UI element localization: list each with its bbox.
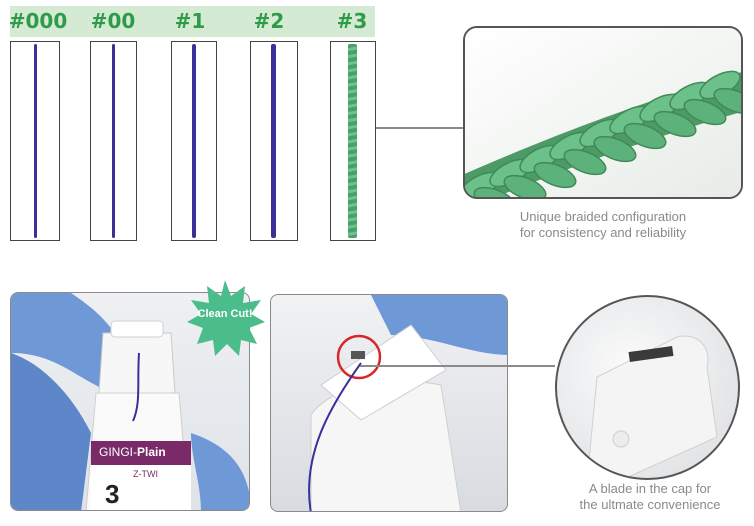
thread-2 [271,44,276,238]
thread-3 [348,44,357,238]
cap-blade-illustration [308,295,507,511]
braid-caption-line1: Unique braided configuration [519,209,687,224]
clean-cut-label: Clean Cut! [197,308,253,320]
thread-swatch-000 [10,41,60,241]
braid-caption-line2: for consistency and reliability [519,225,687,240]
thread-1 [192,44,196,238]
thread-swatch-3 [330,41,376,241]
size-label-00: #00 [90,9,136,33]
size-label-2: #2 [253,9,285,33]
thread-swatch-00 [90,41,137,241]
thread-000 [34,44,37,238]
blade-closeup [555,295,740,480]
bottle-photo-illustration [11,293,249,510]
clean-cut-badge: Clean Cut! [185,278,265,358]
braid-closeup [463,26,743,199]
size-label-1: #1 [174,9,206,33]
thread-00 [112,44,115,238]
braid-connector-line [376,127,464,129]
blade-caption-line1: A blade in the cap for [588,481,712,496]
cap-blade-photo [270,294,508,512]
size-label-3: #3 [336,9,368,33]
size-header-band [10,6,375,37]
starburst-icon [187,280,265,356]
blade-closeup-illustration [586,335,718,478]
braid-caption: Unique braided configuration for consist… [463,209,743,241]
bottle-brand-prefix: GINGI- [99,445,137,459]
blade-connector-line [360,365,555,367]
braided-thread-illustration [465,28,741,197]
bottle-sub-label: Z-TWI [133,469,158,479]
thread-swatch-2 [250,41,298,241]
size-label-000: #000 [8,9,68,33]
thread-swatch-1 [171,41,217,241]
bottle-size-number: 3 [105,479,120,509]
blade-caption-line2: the ultmate convenience [579,497,721,512]
bottle-brand-label: GINGI-Plain [99,445,166,459]
bottle-brand-name: Plain [137,445,166,459]
blade-highlight-circle [336,334,382,380]
blade-caption: A blade in the cap for the ultmate conve… [560,481,740,513]
